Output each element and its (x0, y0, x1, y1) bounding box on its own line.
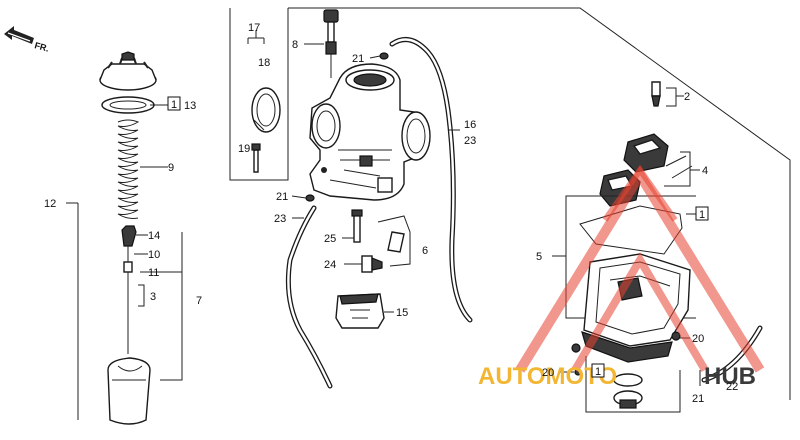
callout-7: 7 (196, 295, 202, 307)
svg-text:1: 1 (699, 209, 705, 221)
callout-13: 13 (184, 100, 196, 112)
callout-3: 3 (150, 291, 156, 303)
throttle-spring (117, 119, 140, 219)
leader-21-mid (291, 195, 307, 199)
leader-21-top (369, 55, 381, 59)
callout-2: 2 (684, 91, 690, 103)
callout-8: 8 (292, 39, 298, 51)
cap-gasket (101, 96, 155, 114)
callout-22: 22 (726, 381, 738, 393)
svg-text:1: 1 (595, 366, 601, 378)
callout-23-right: 23 (464, 135, 476, 147)
throttle-valve (107, 357, 151, 425)
boxed-callout-1-bottom: 1 (591, 363, 605, 378)
drain-plug-outline (585, 356, 681, 413)
air-screw (323, 9, 339, 78)
float-valve (651, 81, 661, 107)
connecting-tube-clamp (251, 87, 281, 133)
callout-21-bottom: 21 (692, 393, 704, 405)
float (335, 293, 385, 329)
leader-12 (66, 202, 79, 420)
carburetor-body (309, 63, 431, 201)
vent-tube (285, 205, 333, 389)
leader-2 (666, 87, 684, 107)
callout-10: 10 (148, 249, 160, 261)
clamp-screw (251, 143, 261, 173)
callout-21-top: 21 (352, 53, 364, 65)
callout-16: 16 (464, 119, 476, 131)
needle-jet (351, 209, 363, 243)
callout-23-left: 23 (274, 213, 286, 225)
leader-6 (377, 215, 411, 267)
callout-18: 18 (258, 57, 270, 69)
callout-21-mid: 21 (276, 191, 288, 203)
callout-6: 6 (422, 245, 428, 257)
throttle-cap (99, 51, 157, 91)
callout-15: 15 (396, 307, 408, 319)
callout-5: 5 (536, 251, 542, 263)
watermark-hub: HUB (704, 363, 756, 390)
callout-14: 14 (148, 230, 160, 242)
boxed-callout-1-left: 1 (167, 96, 181, 111)
bracket-17 (247, 30, 265, 44)
callout-20-right: 20 (692, 333, 704, 345)
drain-plug (613, 373, 643, 409)
callout-24: 24 (324, 259, 336, 271)
svg-text:1: 1 (171, 99, 177, 111)
drain-bolt-left (571, 343, 581, 353)
front-direction-arrow: FR. (4, 26, 50, 54)
drain-tube (701, 325, 763, 383)
leader-4 (664, 151, 700, 187)
leader-3 (138, 284, 145, 307)
float-chamber-screws (599, 133, 693, 207)
boxed-callout-1-right: 1 (695, 206, 709, 221)
tube-clip-mid (305, 194, 315, 202)
tube-clip-top (379, 52, 389, 60)
drain-bolt-right (671, 331, 681, 341)
front-direction-label: FR. (33, 40, 50, 53)
assembly-outline (229, 7, 791, 330)
leader-11-7 (140, 232, 183, 381)
callout-19: 19 (238, 143, 250, 155)
slow-jet (387, 231, 405, 253)
callout-11: 11 (148, 267, 159, 279)
callout-9: 9 (168, 162, 174, 174)
callout-25: 25 (324, 233, 336, 245)
main-jet (361, 255, 383, 273)
callout-12: 12 (44, 198, 56, 210)
callout-4: 4 (702, 165, 708, 177)
callout-17: 17 (248, 22, 260, 34)
needle-holder (121, 225, 137, 273)
callout-20-left: 20 (542, 367, 554, 379)
